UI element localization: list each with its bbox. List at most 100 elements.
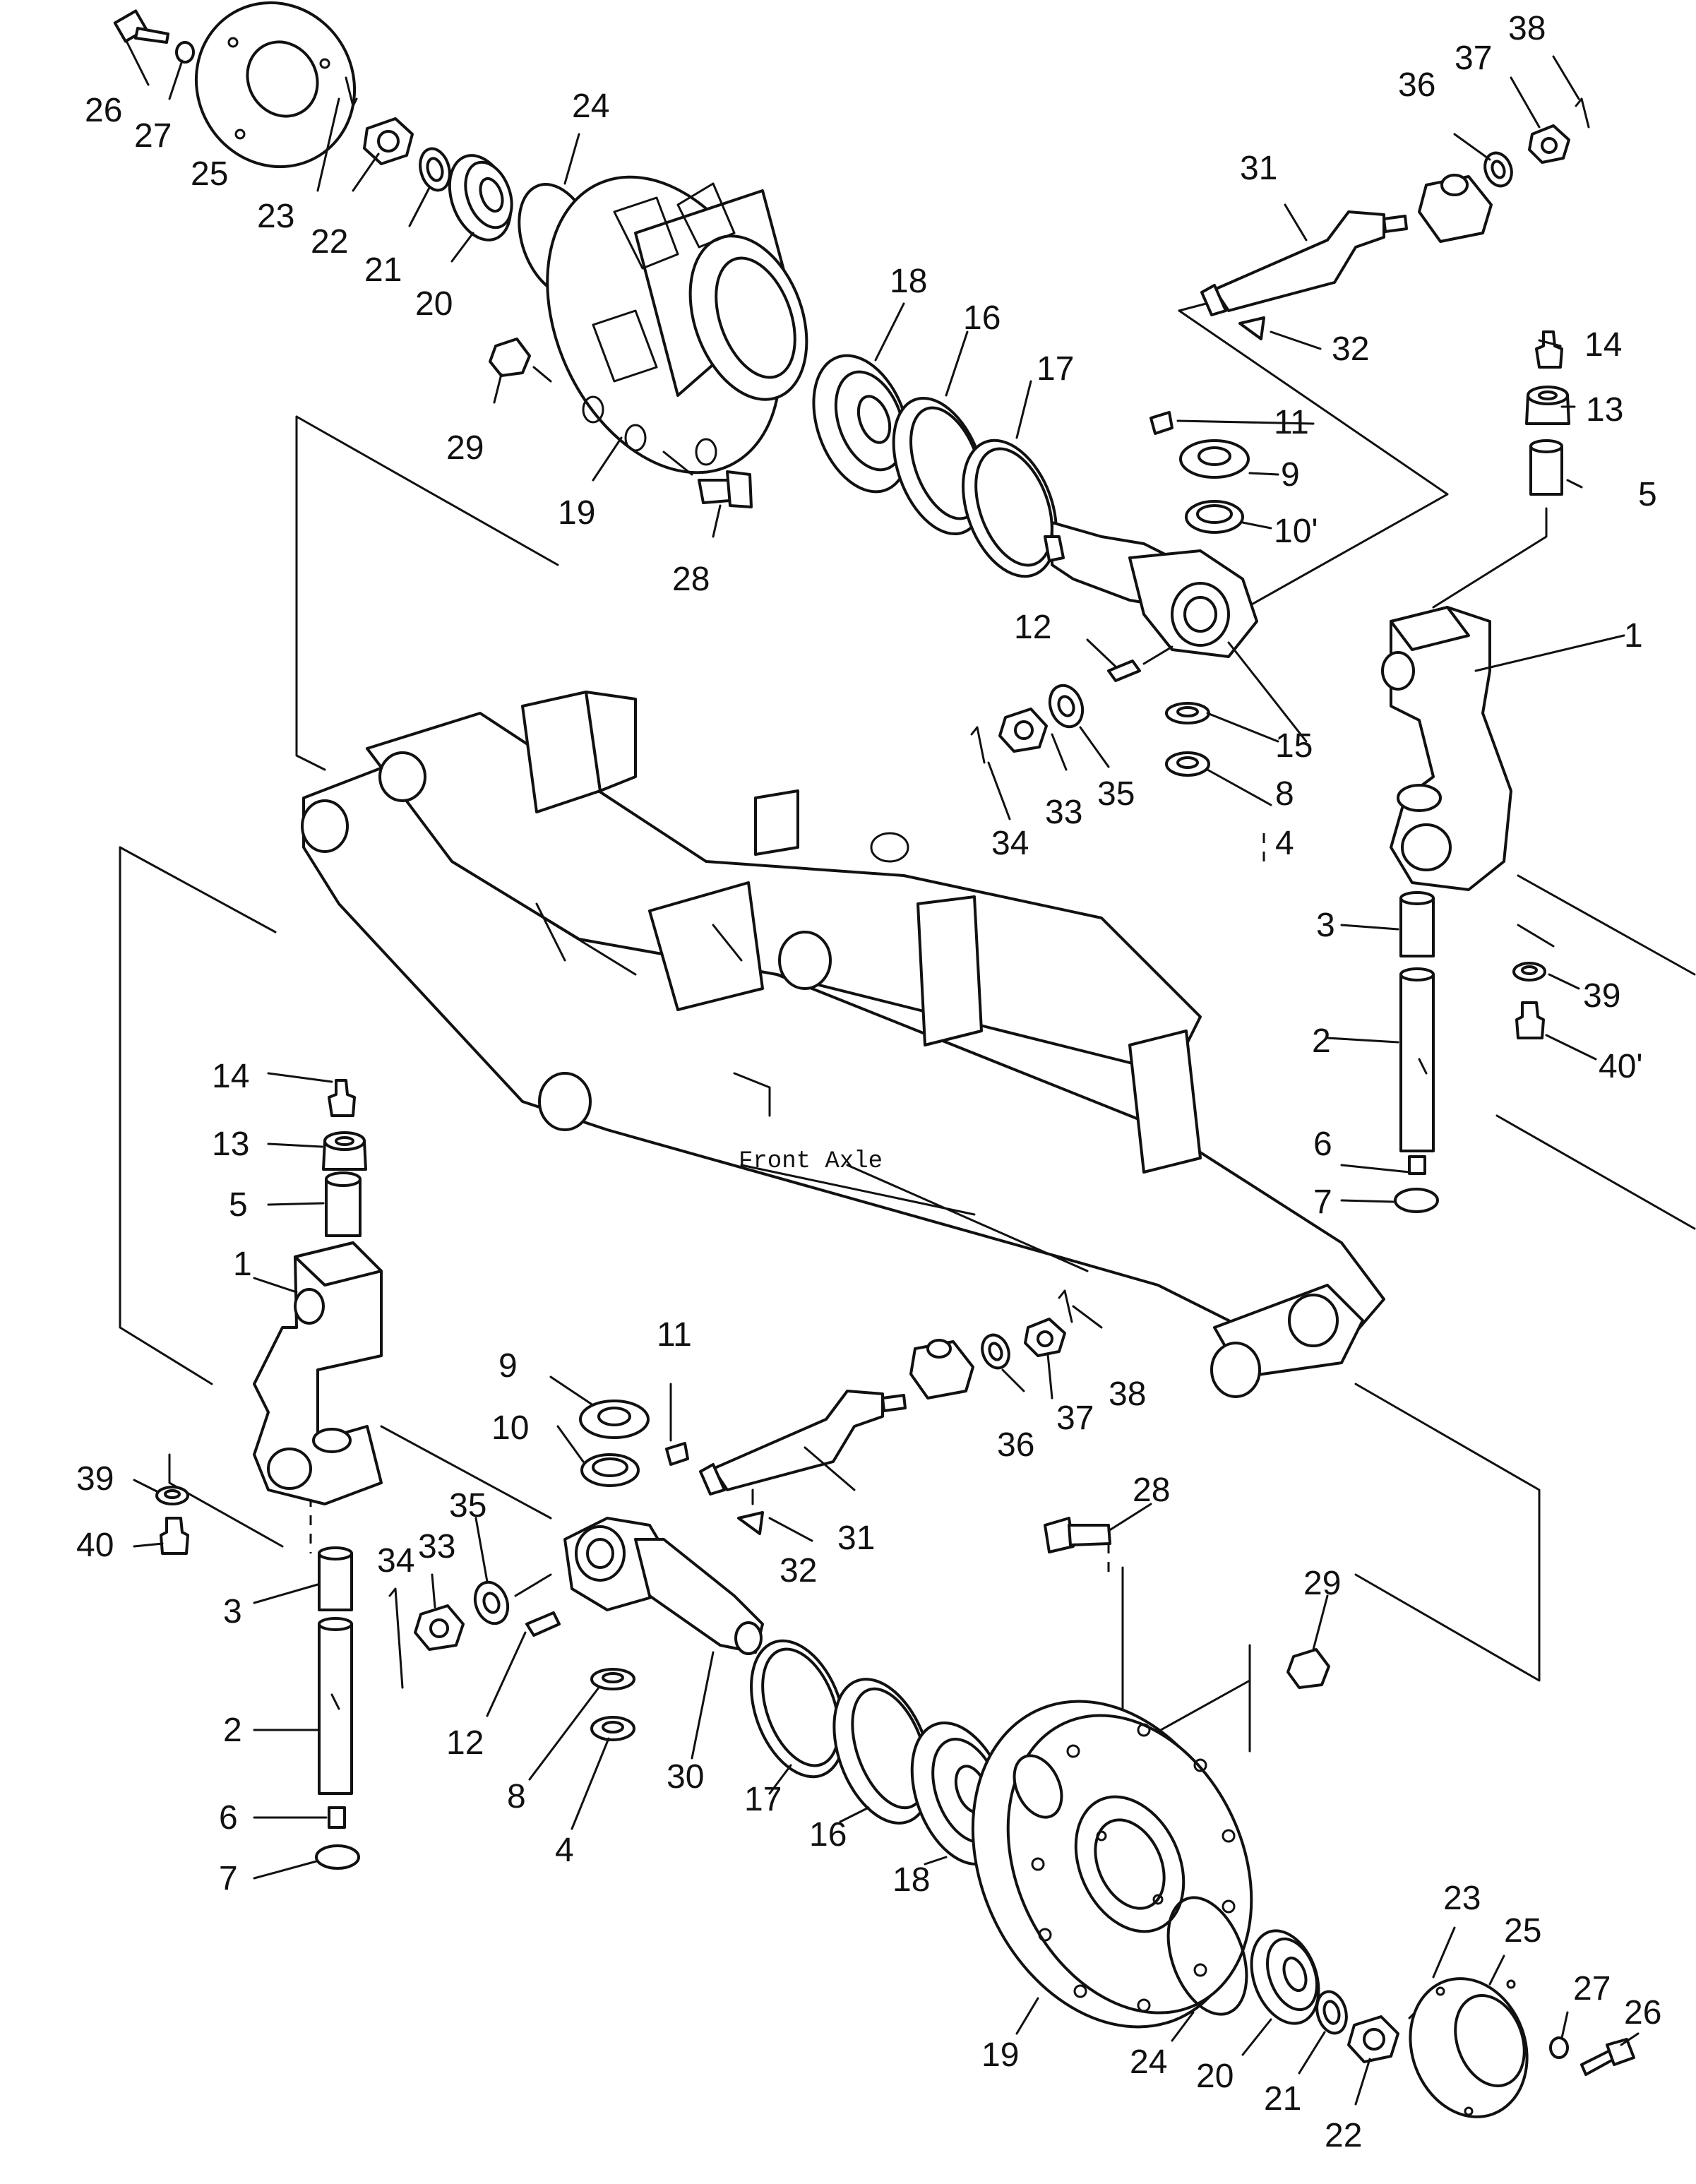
label-13-lower: 13 — [212, 1126, 249, 1163]
label-24-lower: 24 — [1130, 2043, 1167, 2081]
part-number-labels: 26 27 25 23 22 21 20 24 29 19 28 18 16 1… — [76, 10, 1661, 2154]
label-22-lower: 22 — [1325, 2117, 1362, 2154]
label-6-lower: 6 — [219, 1799, 238, 1837]
plug-13-lower — [322, 1131, 367, 1171]
label-16-lower: 16 — [809, 1816, 847, 1854]
label-17-upper: 17 — [1037, 350, 1074, 388]
assembly-guide-lines — [119, 274, 1696, 1753]
label-14-lower: 14 — [212, 1058, 249, 1095]
label-9-upper: 9 — [1281, 456, 1300, 494]
label-12-lower: 12 — [446, 1724, 484, 1762]
o-ring-24-lower — [1166, 1896, 1248, 2016]
label-2-upper: 2 — [1312, 1022, 1331, 1060]
knuckle-support-1-lower — [253, 1241, 383, 1505]
label-23-upper: 23 — [257, 198, 294, 235]
label-7-upper: 7 — [1313, 1183, 1332, 1221]
label-18-lower: 18 — [892, 1861, 930, 1899]
label-39-upper: 39 — [1583, 977, 1620, 1015]
seal-4-upper — [1165, 751, 1210, 777]
tie-rod-socket-lower — [909, 1339, 974, 1400]
woodruff-key-32-upper — [1238, 316, 1265, 340]
hub-cap-25-lower — [1409, 1977, 1529, 2118]
label-32-upper: 32 — [1332, 330, 1369, 368]
seal-8-upper — [1165, 702, 1210, 724]
castle-nut-37-lower — [1024, 1318, 1066, 1357]
fitting-40-lower — [160, 1517, 189, 1555]
label-11-upper: 11 — [1274, 404, 1309, 441]
castle-nut-33-lower — [414, 1604, 465, 1651]
label-1-lower: 1 — [233, 1246, 252, 1283]
grease-nipple-12-upper — [1107, 645, 1174, 682]
label-21-upper: 21 — [364, 251, 402, 289]
seal-4-lower — [590, 1716, 635, 1741]
label-28-upper: 28 — [672, 561, 710, 598]
front-axle-beam — [301, 691, 1385, 1398]
stud-bolt-28-lower — [1044, 1517, 1111, 1553]
label-10-upper: 10' — [1274, 513, 1318, 550]
seal-9-upper — [1179, 439, 1250, 479]
label-25-upper: 25 — [191, 155, 228, 193]
hub-cap-25-upper — [194, 1, 357, 169]
label-19-upper: 19 — [558, 494, 595, 532]
label-29-upper: 29 — [446, 429, 484, 467]
washer-36-lower — [981, 1333, 1010, 1370]
label-9-lower: 9 — [498, 1347, 518, 1385]
label-12-upper: 12 — [1014, 609, 1051, 646]
label-4-upper: 4 — [1275, 825, 1294, 862]
knuckle-group-upper — [970, 97, 1590, 1213]
cotter-pin-34-upper — [970, 726, 986, 764]
bushing-3-lower — [318, 1546, 353, 1611]
wheel-hub-19-lower — [971, 1700, 1253, 2029]
label-17-lower: 17 — [744, 1781, 782, 1818]
bearing-race-16-lower — [832, 1678, 933, 1825]
nipple-6-lower — [328, 1806, 346, 1829]
label-16-upper: 16 — [963, 299, 1001, 337]
knuckle-spindle-30 — [563, 1517, 764, 1655]
label-39-lower: 39 — [76, 1460, 114, 1498]
label-2-lower: 2 — [223, 1712, 242, 1749]
cotter-pin-38-lower — [1058, 1289, 1073, 1323]
castle-nut-22-upper — [363, 117, 414, 165]
plug-7-upper — [1394, 1188, 1439, 1213]
tie-rod-socket-upper — [1418, 174, 1493, 243]
label-37-lower: 37 — [1056, 1400, 1094, 1437]
label-20-upper: 20 — [415, 285, 453, 323]
bolt-26-lower — [1580, 2038, 1635, 2076]
label-18-upper: 18 — [890, 263, 927, 300]
label-23-lower: 23 — [1443, 1880, 1481, 1917]
label-6-upper: 6 — [1313, 1126, 1332, 1163]
label-35-upper: 35 — [1097, 775, 1135, 813]
washer-36-upper — [1483, 151, 1513, 188]
shim-10-lower — [580, 1453, 640, 1487]
label-21-lower: 21 — [1264, 2080, 1301, 2118]
label-5-lower: 5 — [229, 1186, 248, 1224]
label-7-lower: 7 — [219, 1860, 238, 1897]
snap-ring-27-lower — [1549, 2036, 1569, 2059]
castle-nut-33-upper — [998, 708, 1048, 753]
cotter-pin-38-upper — [1575, 97, 1590, 129]
castle-nut-37-upper — [1528, 124, 1570, 164]
hub-group-upper — [113, 1, 1058, 578]
label-36-lower: 36 — [997, 1426, 1034, 1464]
washer-21-upper — [419, 147, 451, 192]
seal-9-lower — [579, 1400, 650, 1439]
label-11-lower: 11 — [657, 1316, 692, 1354]
label-27-lower: 27 — [1573, 1970, 1611, 2007]
label-3-upper: 3 — [1316, 907, 1335, 944]
castle-nut-22-lower — [1347, 2015, 1399, 2063]
knuckle-15-upper — [1044, 521, 1258, 658]
hub-group-lower — [750, 1517, 1635, 2118]
steering-arm-31-upper — [1200, 210, 1408, 316]
stud-bolt-28-upper — [662, 450, 753, 508]
label-26-lower: 26 — [1624, 1994, 1661, 2031]
fitting-40-upper — [1515, 1001, 1545, 1039]
washer-35-lower — [473, 1580, 510, 1625]
grease-nipple-11-lower — [665, 1442, 689, 1466]
label-27-upper: 27 — [134, 117, 172, 155]
bearing-20-upper — [448, 154, 513, 241]
label-34-upper: 34 — [991, 825, 1029, 862]
washer-35-guide-lower — [514, 1573, 552, 1597]
shim-10-upper — [1185, 500, 1244, 534]
label-19-lower: 19 — [981, 2036, 1019, 2074]
